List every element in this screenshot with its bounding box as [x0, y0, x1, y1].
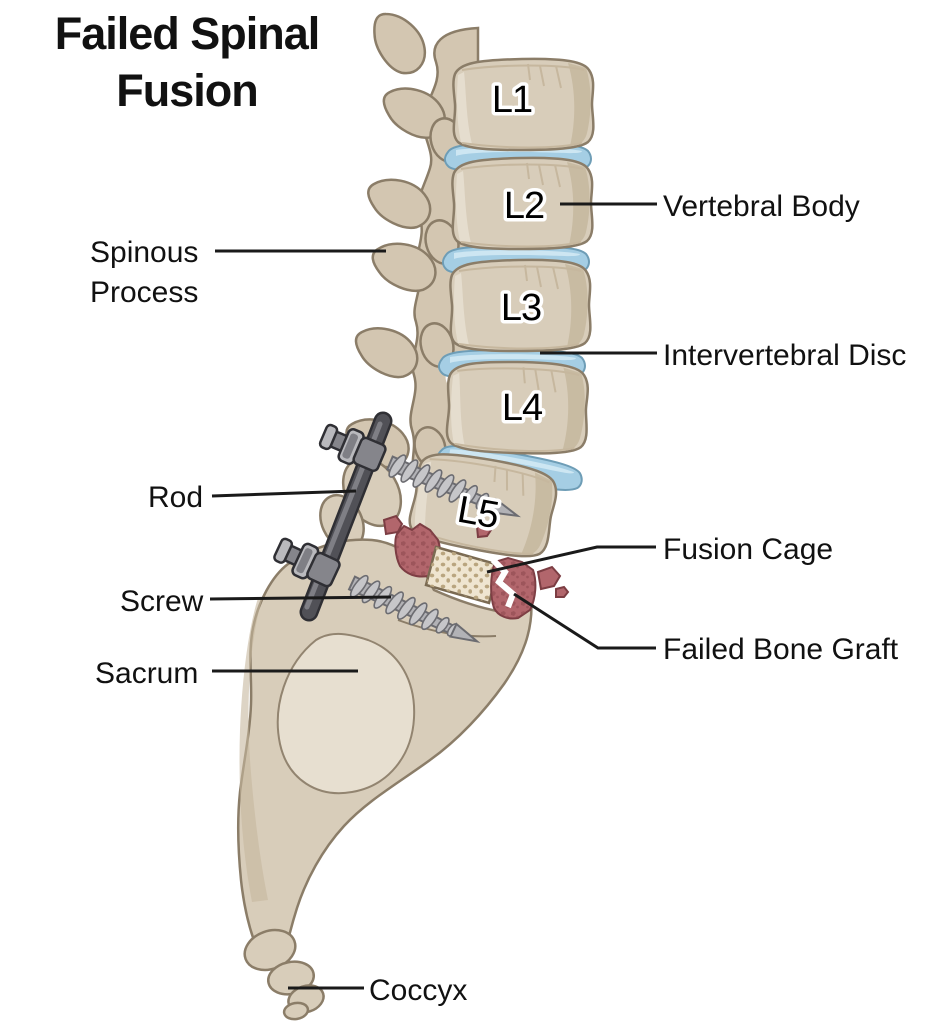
- graft-texture: [395, 524, 441, 577]
- cage-texture: [426, 547, 499, 603]
- leader-lines: [209, 202, 657, 990]
- label-vertebral-body: Vertebral Body: [663, 190, 860, 223]
- vertebra-labels: L1 L2 L3 L4 L5: [451, 76, 549, 541]
- title-line-1: Failed Spinal: [55, 8, 320, 59]
- label-sacrum: Sacrum: [95, 657, 198, 690]
- fusion-site: [382, 514, 570, 620]
- spinal-hardware: [269, 411, 524, 655]
- leader-fusion-cage: [486, 545, 656, 574]
- label-spinous-process-line1: Spinous: [90, 236, 198, 269]
- label-spinous-process-line2: Process: [90, 276, 198, 309]
- title-line-2: Fusion: [116, 65, 257, 116]
- label-fusion-cage: Fusion Cage: [663, 533, 833, 566]
- leader-screw: [209, 595, 392, 601]
- vertebra-label-l2: L2: [504, 185, 544, 227]
- label-rod: Rod: [148, 481, 203, 514]
- vertebra-label-l4: L4: [502, 387, 543, 429]
- graft-fragment: [555, 585, 570, 598]
- graft-fragment: [475, 522, 493, 539]
- graft-fragment: [382, 514, 404, 536]
- vertebra-label-l5: L5: [454, 489, 501, 537]
- label-intervertebral-disc: Intervertebral Disc: [663, 339, 906, 372]
- leader-rod: [211, 489, 357, 498]
- vertebra-label-l1: L1: [492, 79, 532, 121]
- leader-failed-bone-graft: [513, 592, 656, 650]
- spinous-process-t12: [360, 1, 437, 83]
- sacrum-shading: [239, 598, 268, 902]
- label-failed-bone-graft: Failed Bone Graft: [663, 633, 899, 666]
- label-screw: Screw: [120, 585, 204, 618]
- label-coccyx: Coccyx: [369, 974, 467, 1007]
- iliac-outline: [276, 633, 416, 795]
- annotation-labels: Failed Spinal Fusion Spinous Process Rod…: [55, 8, 907, 1007]
- vertebra-label-l3: L3: [501, 287, 541, 329]
- graft-fragment: [536, 565, 562, 591]
- coccyx-tip: [282, 1001, 310, 1021]
